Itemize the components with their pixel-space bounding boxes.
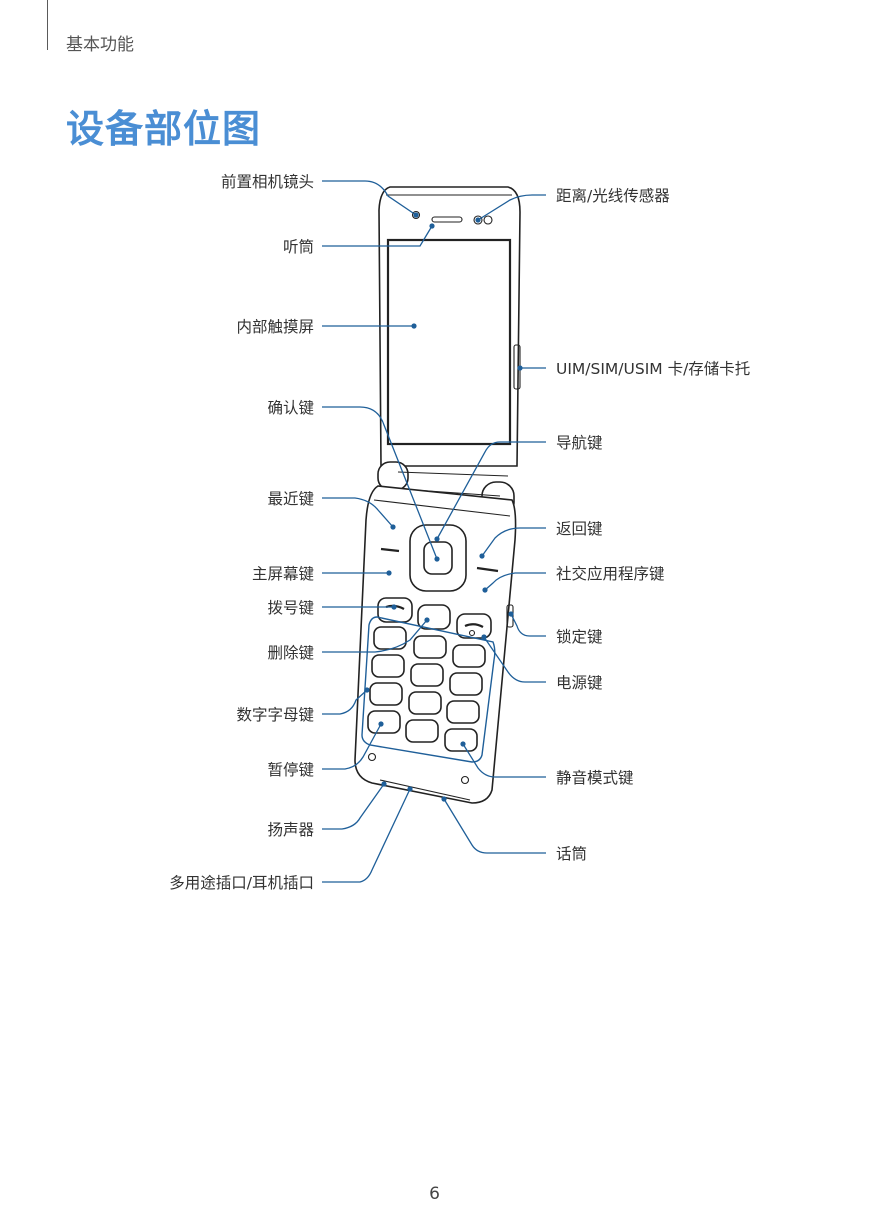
header-rule bbox=[47, 0, 48, 50]
label-multipurpose-jack: 多用途插口/耳机插口 bbox=[169, 874, 314, 892]
camera-lens bbox=[411, 210, 421, 220]
label-call-key: 拨号键 bbox=[267, 599, 314, 617]
label-silent-mode-key: 静音模式键 bbox=[556, 769, 634, 787]
label-ok-key: 确认键 bbox=[267, 399, 314, 417]
label-alphanumeric-keys: 数字字母键 bbox=[236, 706, 314, 724]
label-lock-key: 锁定键 bbox=[556, 628, 603, 646]
label-front-camera: 前置相机镜头 bbox=[221, 172, 314, 191]
sensor-left bbox=[473, 215, 483, 225]
label-delete-key: 删除键 bbox=[267, 644, 314, 662]
label-pause-key: 暂停键 bbox=[267, 761, 314, 779]
label-microphone: 话筒 bbox=[556, 845, 587, 863]
number-keys bbox=[367, 626, 486, 752]
label-inner-touchscreen: 内部触摸屏 bbox=[236, 318, 314, 336]
label-home-key: 主屏幕键 bbox=[252, 565, 314, 583]
label-navigation-key: 导航键 bbox=[556, 434, 603, 452]
label-power-key: 电源键 bbox=[556, 674, 603, 692]
page-number: 6 bbox=[429, 1184, 440, 1204]
phone-illustration bbox=[354, 186, 521, 804]
section-label: 基本功能 bbox=[66, 35, 134, 55]
side-button-shape bbox=[506, 604, 514, 628]
label-sim-tray: UIM/SIM/USIM 卡/存储卡托 bbox=[556, 360, 750, 378]
label-earpiece: 听筒 bbox=[283, 238, 314, 256]
inner-screen bbox=[386, 238, 512, 446]
leader-dots bbox=[364, 212, 523, 802]
upper-housing bbox=[378, 186, 521, 467]
right-labels: 距离/光线传感器 UIM/SIM/USIM 卡/存储卡托 导航键 返回键 社交应… bbox=[556, 187, 750, 863]
leader-lines bbox=[322, 180, 546, 883]
label-speaker: 扬声器 bbox=[267, 821, 314, 839]
earpiece-slot bbox=[431, 216, 463, 223]
sensor-right bbox=[483, 215, 493, 225]
page-title: 设备部位图 bbox=[66, 107, 262, 151]
label-social-apps-key: 社交应用程序键 bbox=[556, 564, 665, 583]
label-proximity-sensor: 距离/光线传感器 bbox=[556, 187, 670, 205]
call-button bbox=[377, 597, 413, 623]
label-back-key: 返回键 bbox=[556, 520, 603, 538]
label-recent-key: 最近键 bbox=[267, 490, 314, 508]
left-labels: 前置相机镜头 听筒 内部触摸屏 确认键 最近键 主屏幕键 拨号键 删除键 数字字… bbox=[169, 172, 314, 892]
